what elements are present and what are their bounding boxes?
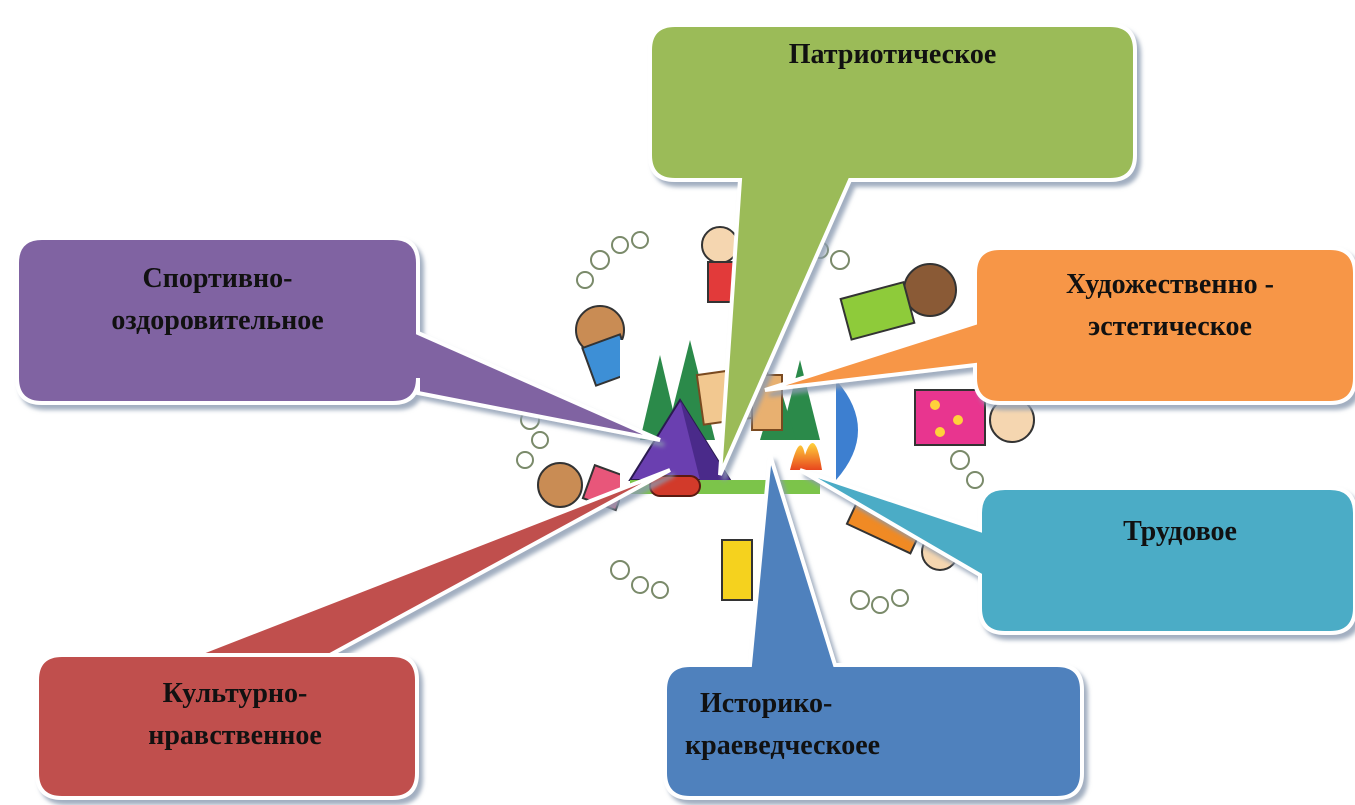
callout-culture-label: Культурно- нравственное bbox=[80, 673, 390, 757]
callout-labor bbox=[798, 468, 1355, 635]
history-line2: краеведческоее bbox=[685, 730, 881, 761]
history-line1: Историко- bbox=[700, 688, 833, 719]
art-line2: эстетическое bbox=[1088, 311, 1252, 342]
callout-patriotic-label: Патриотическое bbox=[650, 34, 1135, 76]
sport-line1: Спортивно- bbox=[142, 263, 293, 294]
patriotic-text: Патриотическое bbox=[788, 39, 997, 70]
child-figure-icon bbox=[914, 389, 1035, 446]
culture-line2: нравственное bbox=[148, 720, 322, 751]
sport-line2: оздоровительное bbox=[111, 305, 324, 336]
art-line1: Художественно - bbox=[1066, 269, 1274, 300]
globe-icon bbox=[836, 380, 858, 480]
sleeping-bag-icon bbox=[649, 475, 701, 497]
callout-culture bbox=[35, 468, 671, 800]
callout-sport bbox=[15, 236, 661, 442]
callout-labor-label: Трудовое bbox=[1060, 511, 1300, 553]
culture-line1: Культурно- bbox=[162, 678, 308, 709]
child-figure-icon bbox=[701, 226, 739, 303]
child-figure-icon bbox=[721, 539, 753, 601]
callout-history-label: Историко- краеведческоее bbox=[685, 683, 975, 767]
child-figure-icon bbox=[839, 263, 957, 341]
callout-sport-label: Спортивно- оздоровительное bbox=[17, 258, 418, 342]
labor-text: Трудовое bbox=[1123, 516, 1237, 547]
callout-patriotic bbox=[648, 23, 1137, 476]
callout-art bbox=[764, 246, 1355, 405]
callout-art-label: Художественно - эстетическое bbox=[1020, 264, 1320, 348]
campfire-icon bbox=[790, 443, 822, 470]
callout-history bbox=[663, 454, 1084, 800]
